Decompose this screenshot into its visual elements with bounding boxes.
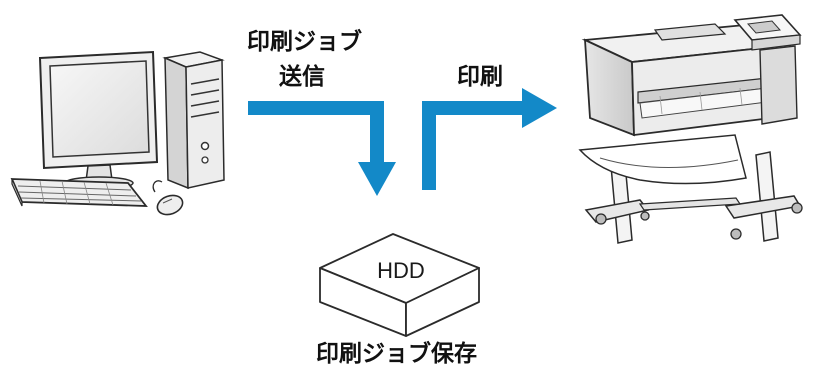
hdd-label: HDD — [377, 258, 425, 283]
print-label: 印刷 — [457, 64, 503, 90]
send-print-job-label: 印刷ジョブ — [247, 29, 362, 55]
send-label: 送信 — [279, 64, 325, 90]
hdd-box-icon: HDD — [319, 233, 480, 337]
save-print-job-label: 印刷ジョブ保存 — [316, 341, 477, 367]
printer-icon — [578, 14, 803, 244]
send-job-arrow — [248, 101, 396, 196]
computer-icon — [10, 50, 225, 216]
print-arrow — [422, 88, 557, 190]
